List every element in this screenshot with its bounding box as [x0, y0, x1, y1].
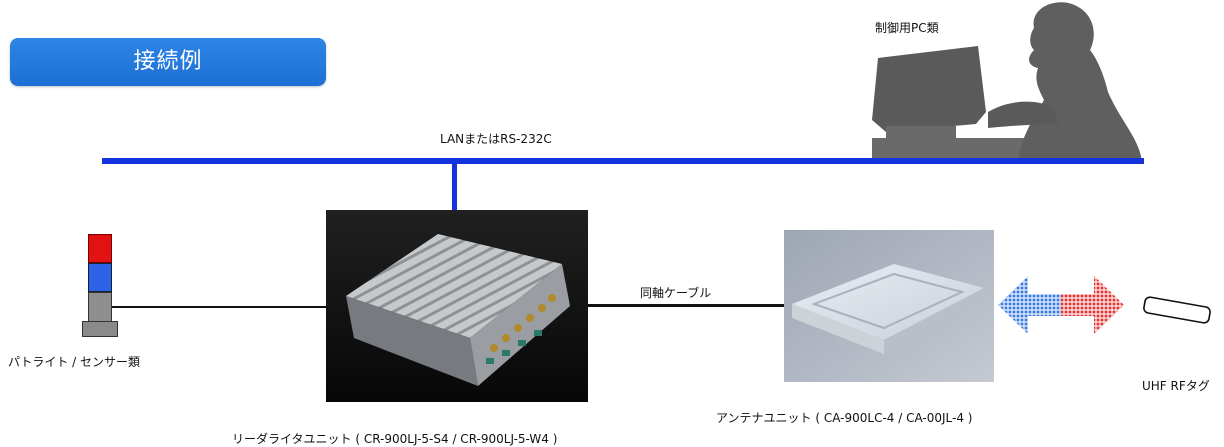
rf-tag-icon: [1143, 296, 1211, 324]
radio-wave-double-arrow-icon: [998, 276, 1124, 334]
coax-cable-line: [588, 304, 786, 307]
lamp-gray: [88, 292, 112, 322]
antenna-unit-image: [784, 230, 994, 382]
pc-user-silhouette-icon: [872, 2, 1142, 162]
lamp-red: [88, 234, 112, 263]
pc-label: 制御用PC類: [875, 21, 939, 35]
bus-label: LANまたはRS-232C: [440, 132, 552, 146]
rf-tag-label: UHF RFタグ: [1142, 379, 1210, 393]
patlite-label: パトライト / センサー類: [8, 355, 141, 369]
lan-bus-line: [102, 158, 1144, 164]
reader-writer-unit-image: [326, 210, 588, 402]
patlite-wire: [112, 306, 348, 308]
coax-label: 同軸ケーブル: [640, 286, 712, 300]
lamp-blue: [88, 263, 112, 292]
lamp-base: [82, 321, 118, 337]
reader-label: リーダライタユニット ( CR-900LJ-5-S4 / CR-900LJ-5-…: [232, 432, 558, 446]
section-title: 接続例: [10, 38, 326, 86]
antenna-label: アンテナユニット ( CA-900LC-4 / CA-00JL-4 ): [716, 411, 973, 425]
bus-drop-line: [452, 164, 457, 212]
